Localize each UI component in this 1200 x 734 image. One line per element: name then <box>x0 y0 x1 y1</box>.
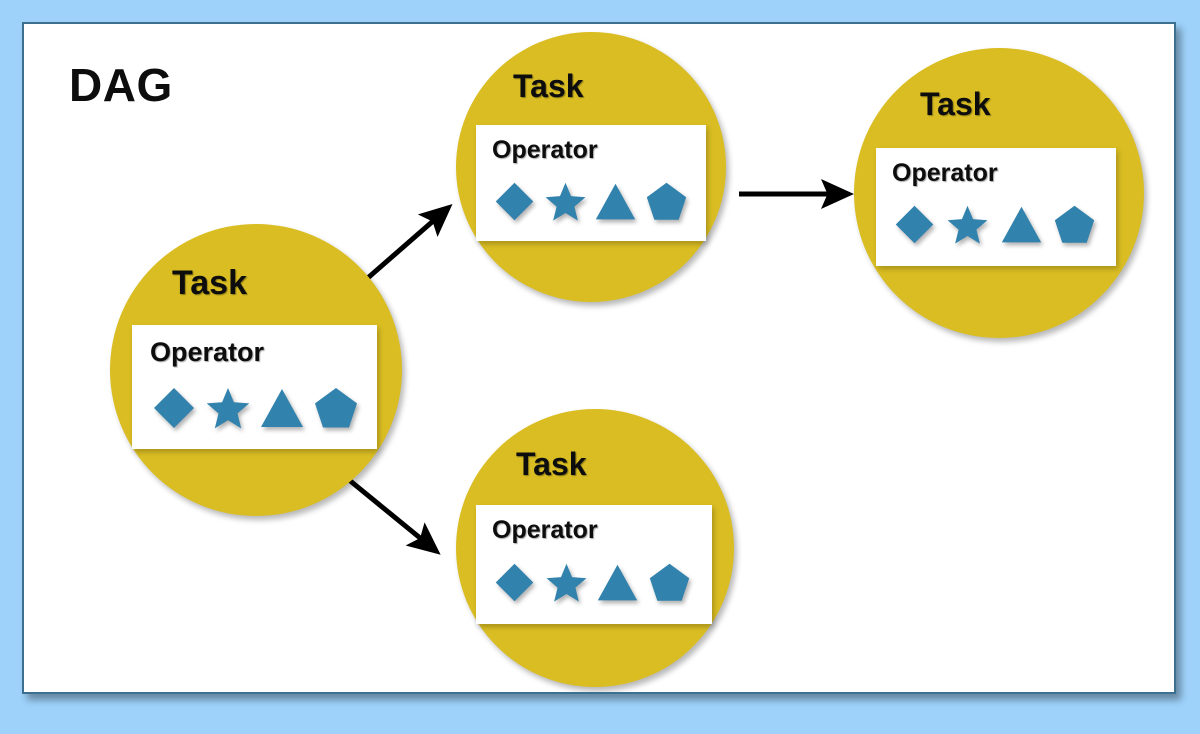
triangle-icon <box>598 564 638 600</box>
operator-shape-row <box>492 558 692 606</box>
pentagon-icon <box>646 182 687 220</box>
operator-label: Operator <box>150 337 265 367</box>
diamond-icon <box>495 182 534 220</box>
task-label: Task <box>172 264 247 302</box>
star-icon <box>546 563 587 602</box>
pentagon-icon <box>1054 205 1095 243</box>
diamond-icon <box>154 388 194 428</box>
star-icon <box>947 205 988 244</box>
task-node-top-right[interactable]: Task Operator <box>854 48 1144 338</box>
operator-label: Operator <box>492 136 598 164</box>
triangle-icon <box>596 183 636 219</box>
operator-label: Operator <box>492 516 598 544</box>
operator-shape-row <box>892 200 1097 248</box>
operator-box[interactable]: Operator <box>132 325 377 449</box>
pentagon-icon <box>649 563 690 601</box>
operator-box[interactable]: Operator <box>476 505 712 624</box>
star-icon <box>545 182 586 221</box>
operator-shape-row <box>150 382 360 434</box>
diamond-icon <box>495 563 534 601</box>
slide-paper: DAG Task Operator <box>22 22 1176 694</box>
star-icon <box>206 388 250 429</box>
task-label: Task <box>516 446 587 482</box>
task-node-bottom-middle[interactable]: Task Operator <box>456 409 734 687</box>
operator-shape-row <box>492 177 689 225</box>
operator-box[interactable]: Operator <box>876 148 1116 266</box>
task-label: Task <box>920 86 991 122</box>
operator-label: Operator <box>892 159 998 187</box>
diamond-icon <box>895 205 934 243</box>
task-node-top-middle[interactable]: Task Operator <box>456 32 726 302</box>
triangle-icon <box>261 389 303 427</box>
task-label: Task <box>513 68 584 104</box>
pentagon-icon <box>315 388 357 428</box>
page-title: DAG <box>69 59 173 111</box>
task-node-left[interactable]: Task Operator <box>110 224 402 516</box>
operator-box[interactable]: Operator <box>476 125 706 241</box>
triangle-icon <box>1001 206 1041 242</box>
